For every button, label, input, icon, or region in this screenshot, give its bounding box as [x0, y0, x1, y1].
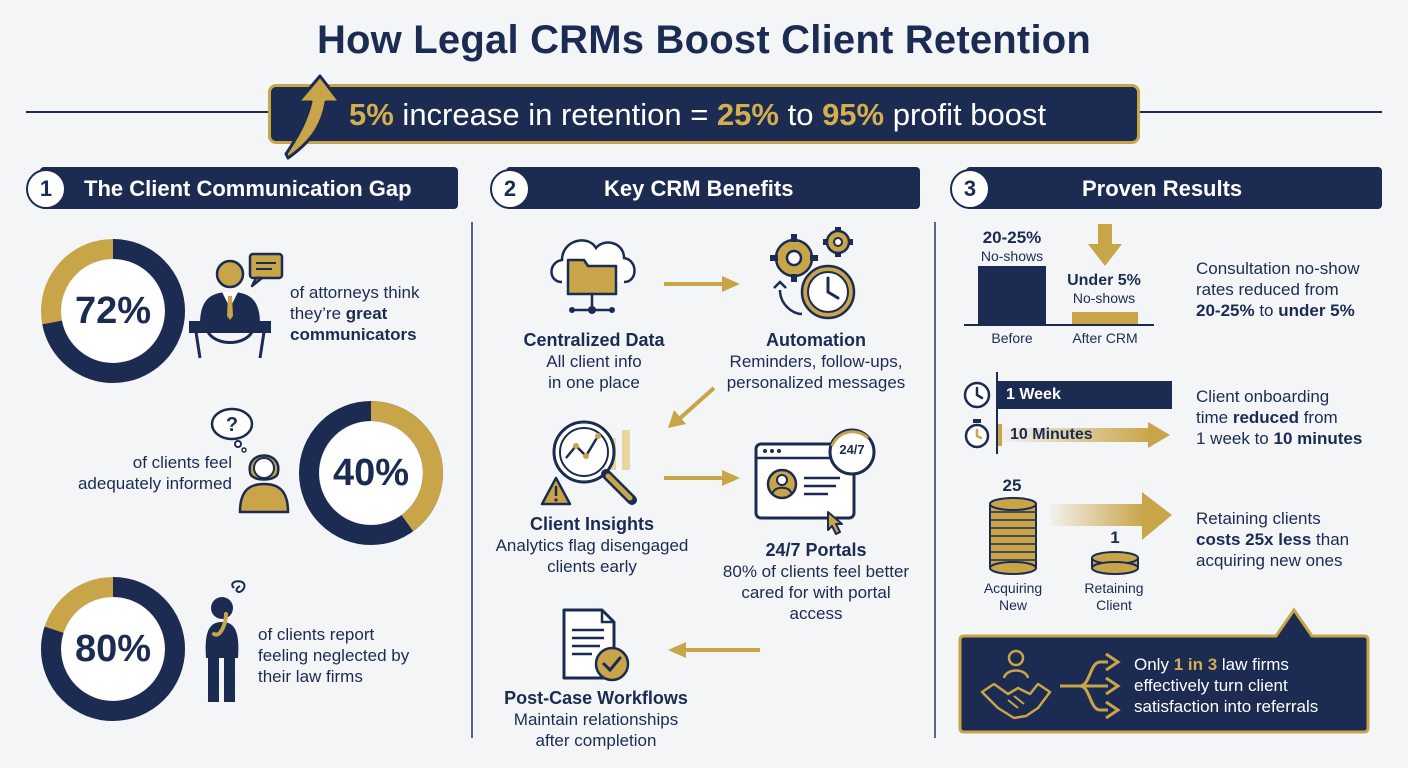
banner-text: 5% increase in retention = 25% to 95% pr…	[349, 97, 1047, 132]
neglected-person-icon	[205, 580, 246, 702]
benefit-insights: Client Insights Analytics flag disengage…	[495, 514, 689, 576]
stopwatch-icon	[964, 419, 990, 449]
title-rule-left	[26, 111, 276, 113]
coins-acquire-count: 25	[1002, 476, 1022, 495]
gears-clock-icon	[770, 227, 856, 320]
onboarding-axis	[996, 372, 998, 454]
up-arrow-icon	[284, 74, 342, 160]
referral-box	[958, 607, 1370, 734]
retaining-label: Retaining Client	[1084, 580, 1144, 613]
noshow-before-bar	[978, 266, 1046, 324]
pct-80: 80%	[74, 628, 152, 670]
pct-40: 40%	[332, 452, 410, 494]
section-1-number: 1	[26, 169, 66, 209]
section-2-header: Key CRM Benefits	[506, 167, 920, 209]
attorney-icon	[189, 252, 284, 359]
clock-icon	[963, 381, 991, 409]
neglected-stat-text: of clients report feeling neglected by t…	[258, 625, 410, 686]
document-check-icon	[562, 608, 630, 682]
arrow-diagonal-icon	[668, 386, 716, 428]
arrow-left-icon	[668, 642, 760, 658]
magnifier-analytics-icon	[540, 420, 637, 506]
noshow-before-value: 20-25% No-shows	[980, 228, 1044, 264]
title-rule-right	[1132, 111, 1382, 113]
benefit-centralized: Centralized Data All client info in one …	[523, 330, 665, 392]
benefit-automation: Automation Reminders, follow-ups, person…	[726, 330, 906, 392]
confused-client-icon: ?	[210, 407, 290, 514]
section-3-header: Proven Results	[966, 167, 1382, 209]
section-1-header: The Client Communication Gap	[40, 167, 458, 209]
section-3-number: 3	[950, 169, 990, 209]
noshow-after-bar	[1072, 312, 1138, 324]
cost-desc: Retaining clients costs 25x less than ac…	[1196, 509, 1350, 570]
donut-40	[299, 401, 443, 545]
onboarding-desc: Client onboarding time reduced from 1 we…	[1196, 387, 1363, 448]
down-arrow-icon	[1088, 224, 1122, 266]
divider-2	[934, 222, 936, 738]
noshow-before-label: Before	[991, 330, 1033, 346]
benefit-portals: 24/7 Portals 80% of clients feel better …	[722, 540, 910, 623]
onboarding-week-label: 1 Week	[1006, 386, 1061, 403]
pct-72: 72%	[74, 290, 152, 332]
portal-window-icon	[754, 428, 876, 535]
donut-72	[41, 239, 185, 383]
cost-arrow-icon	[1050, 492, 1172, 540]
divider-1	[471, 222, 473, 738]
referral-text: Only 1 in 3 law firms effectively turn c…	[1134, 655, 1319, 716]
page-title: How Legal CRMs Boost Client Retention	[316, 18, 1092, 62]
split-arrows-icon	[1060, 652, 1121, 720]
onboarding-minutes-label: 10 Minutes	[1010, 426, 1093, 443]
attorney-stat-text: of attorneys think they’re great communi…	[290, 283, 420, 344]
coins-retain-count: 1	[1110, 528, 1120, 547]
section-2-number: 2	[490, 169, 530, 209]
noshow-desc: Consultation no-show rates reduced from …	[1196, 259, 1360, 320]
arrow-right-icon-2	[664, 470, 740, 486]
noshow-after-label: After CRM	[1072, 330, 1138, 346]
onboarding-week-bar: 1 Week	[998, 381, 1172, 409]
acquiring-label: Acquiring New	[983, 580, 1043, 613]
portal-badge: 24/7	[839, 442, 865, 457]
noshow-baseline	[964, 324, 1154, 326]
noshow-after-value: Under 5% No-shows	[1067, 272, 1141, 306]
cloud-folder-icon	[550, 239, 636, 314]
arrow-right-icon	[664, 276, 740, 292]
handshake-icon	[980, 649, 1052, 720]
informed-stat-text: of clients feel adequately informed	[77, 453, 232, 493]
donut-80	[41, 577, 185, 721]
onboarding-minutes-arrow	[998, 422, 1170, 448]
benefit-postcase: Post-Case Workflows Maintain relationshi…	[504, 688, 688, 750]
retention-banner: 5% increase in retention = 25% to 95% pr…	[268, 84, 1140, 144]
single-coin-icon	[1091, 551, 1139, 575]
svg-text:?: ?	[226, 414, 238, 436]
coin-stack-icon	[989, 497, 1037, 575]
